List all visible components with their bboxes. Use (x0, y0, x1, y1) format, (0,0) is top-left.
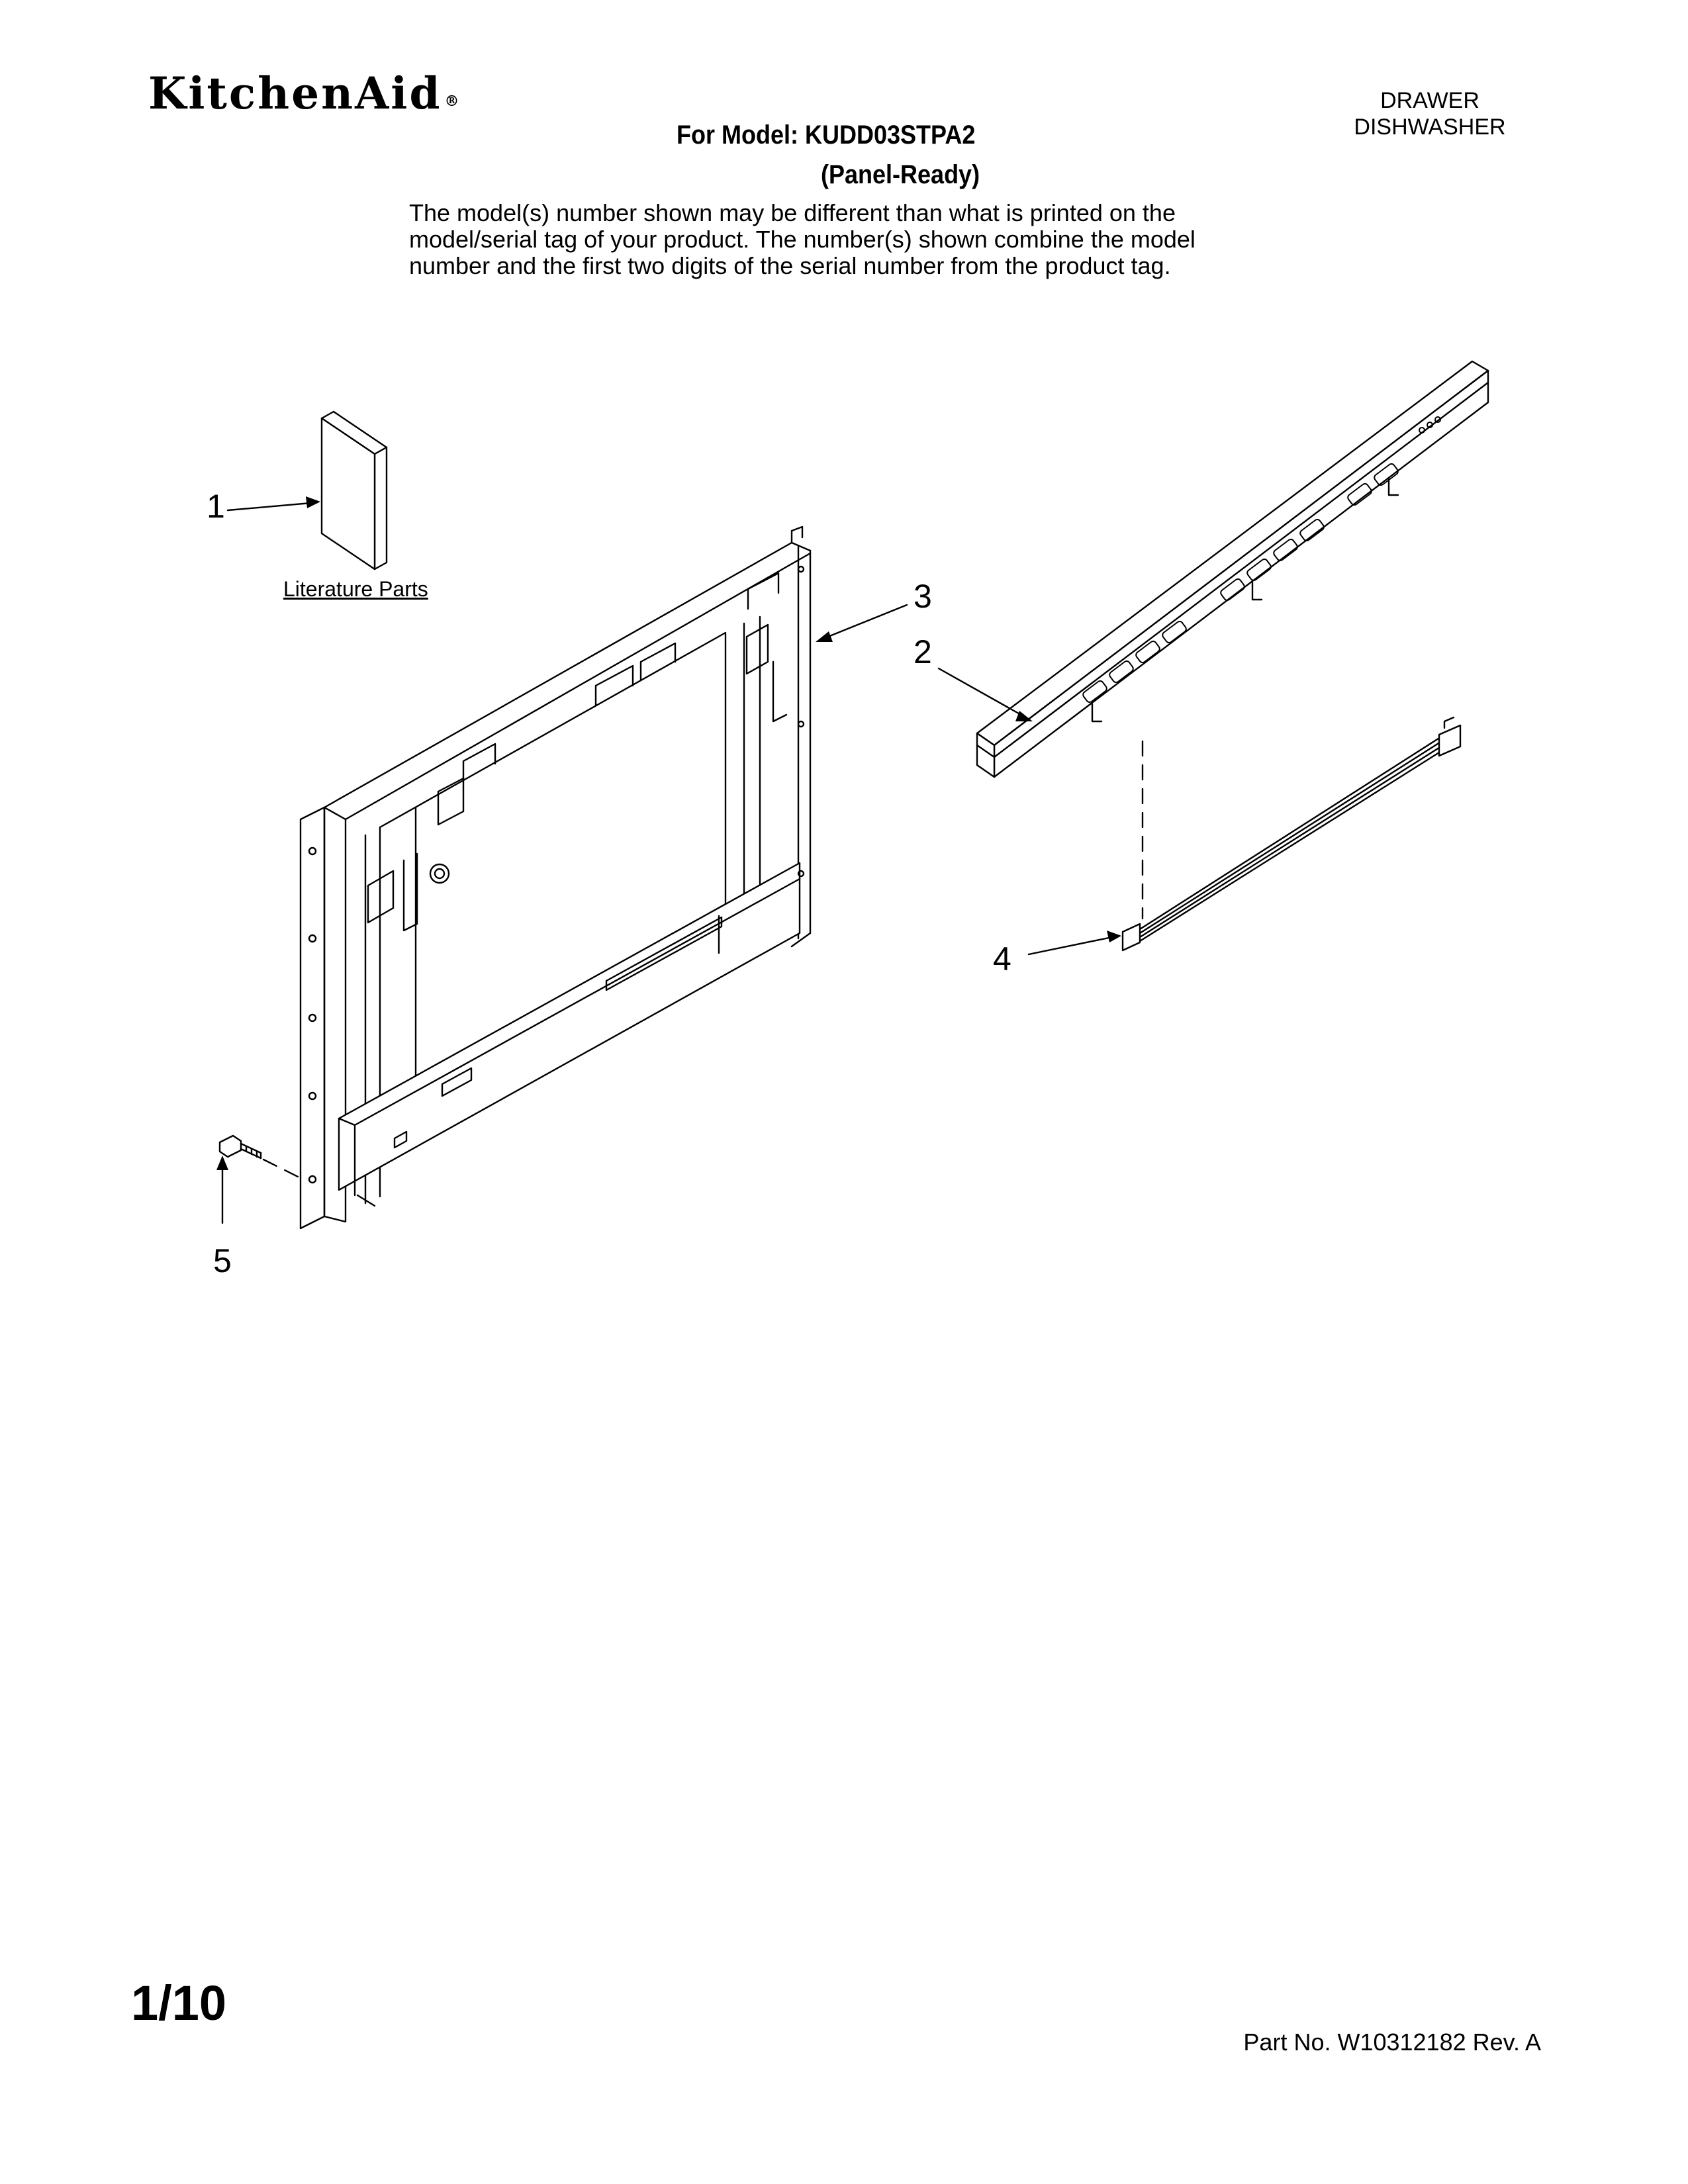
literature-parts-label: Literature Parts (283, 577, 428, 601)
panel-frame (299, 525, 812, 1230)
part-number: Part No. W10312182 Rev. A (1243, 2028, 1541, 2056)
assembly-lines (262, 740, 1144, 1182)
wire-harness (1121, 716, 1462, 952)
leader-lines (221, 502, 1113, 1224)
notice-line-1: The model(s) number shown may be differe… (409, 199, 1176, 226)
callout-1: 1 (207, 488, 225, 525)
category-line-1: DRAWER (1380, 88, 1479, 113)
callout-5: 5 (213, 1242, 232, 1279)
product-category: DRAWER DISHWASHER (1324, 87, 1536, 140)
literature-booklet (320, 410, 388, 570)
control-console (976, 360, 1489, 778)
callout-2: 2 (914, 633, 932, 670)
notice-line-2: model/serial tag of your product. The nu… (409, 226, 1196, 253)
console-buttons (1082, 416, 1441, 704)
notice-line-3: number and the first two digits of the s… (409, 252, 1171, 279)
registered-mark: ® (444, 93, 459, 110)
brand-name: KitchenAid (148, 68, 442, 119)
model-title: For Model: KUDD03STPA2 (677, 120, 976, 150)
callout-3: 3 (914, 578, 932, 615)
page-number: 1/10 (131, 1976, 227, 2030)
model-notice: The model(s) number shown may be differe… (409, 200, 1336, 279)
leader-arrowheads (216, 496, 1121, 1170)
category-line-2: DISHWASHER (1354, 114, 1506, 140)
model-variant: (Panel-Ready) (821, 160, 980, 189)
callout-4: 4 (993, 940, 1011, 978)
screw (218, 1134, 262, 1160)
brand-logo: KitchenAid® (148, 71, 459, 115)
